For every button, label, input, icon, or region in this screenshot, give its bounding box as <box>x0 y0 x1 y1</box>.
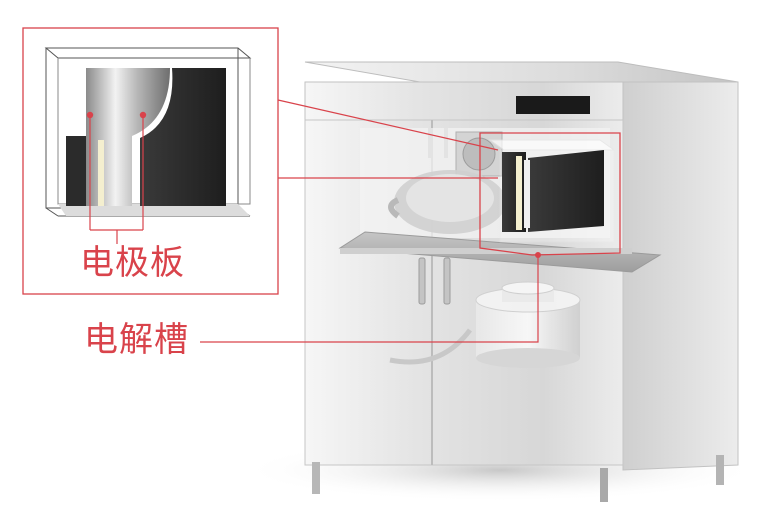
display-slot <box>516 96 590 114</box>
electrolytic-tank-highlight <box>479 132 621 256</box>
tank-leader-line <box>200 252 541 343</box>
leg-front-left <box>312 462 320 494</box>
lower-handle-left <box>418 257 426 305</box>
cabinet-top <box>304 61 739 83</box>
inset-electrode-right <box>140 68 226 206</box>
lower-barrel <box>475 281 581 368</box>
tank-electrode-right <box>528 150 604 232</box>
drain-pipe <box>389 328 472 365</box>
leg-front-right <box>600 468 608 502</box>
electrode-plate-label: 电极板 <box>80 243 185 283</box>
callout-connectors <box>277 99 499 179</box>
tank-electrode-left <box>502 152 526 232</box>
electrolytic-tank-label: 电解槽 <box>84 320 189 360</box>
leg-back-right <box>716 455 724 485</box>
fan-icon <box>462 137 496 171</box>
shelf-lip <box>340 248 632 254</box>
cabinet-side <box>622 81 739 471</box>
lower-handle-right <box>443 257 451 305</box>
cabinet <box>304 61 739 502</box>
tank-electrode-strip <box>516 156 522 230</box>
inset-electrode-strip <box>98 140 104 206</box>
inset-electrode-curve <box>86 68 170 206</box>
electrode-detail-inset <box>44 47 252 244</box>
